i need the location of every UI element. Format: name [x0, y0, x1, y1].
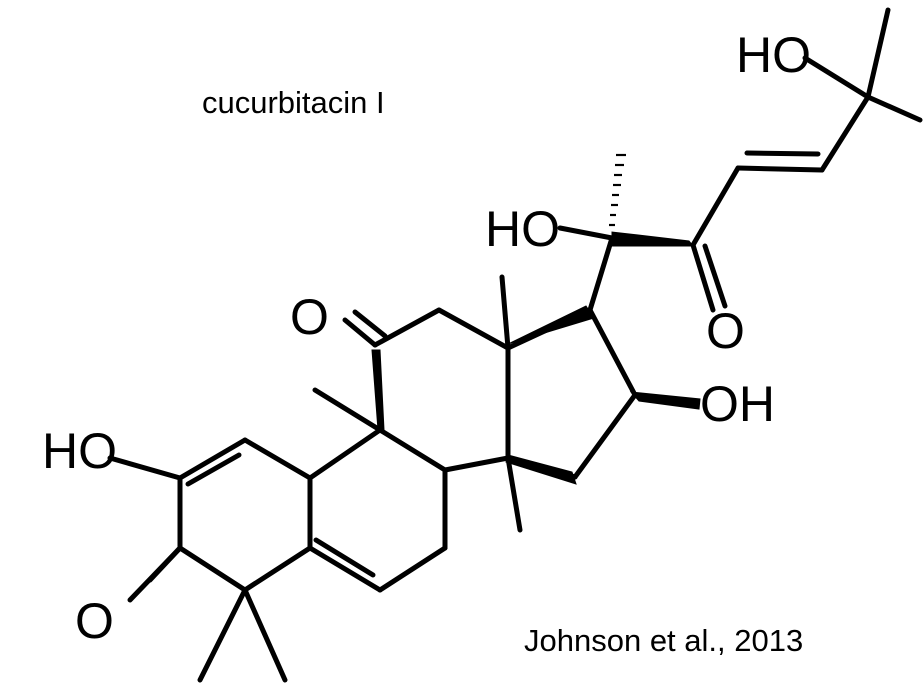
atom-label-o-c22: O: [706, 303, 745, 359]
wedge-bond-c16-oh: [629, 391, 701, 410]
atom-label-o-c3: O: [75, 593, 114, 649]
wedge-bond-c14: [505, 454, 577, 485]
compound-name-label: cucurbitacin I: [202, 85, 385, 120]
atom-label-ho-side-chain: HO: [736, 27, 811, 83]
atom-label-o-c11: O: [290, 289, 329, 345]
side-chain-bonds: [557, 7, 923, 313]
wedge-bond-c20-c22: [611, 231, 695, 247]
atom-label-ho-c2: HO: [42, 423, 117, 479]
atom-label-ho-c20: HO: [485, 201, 560, 257]
ring-a-bonds: [107, 437, 313, 683]
atom-label-oh-c16: OH: [700, 376, 775, 432]
wedge-bond-c13-c17: [507, 305, 595, 345]
citation-label: Johnson et al., 2013: [524, 623, 803, 658]
hashed-bond-c20-methyl: [609, 153, 626, 227]
ring-b-bonds: [307, 427, 448, 593]
wedge-bond-c11-c9: [371, 349, 385, 431]
ring-c-bonds: [312, 274, 511, 473]
ring-d-bonds: [505, 305, 701, 533]
